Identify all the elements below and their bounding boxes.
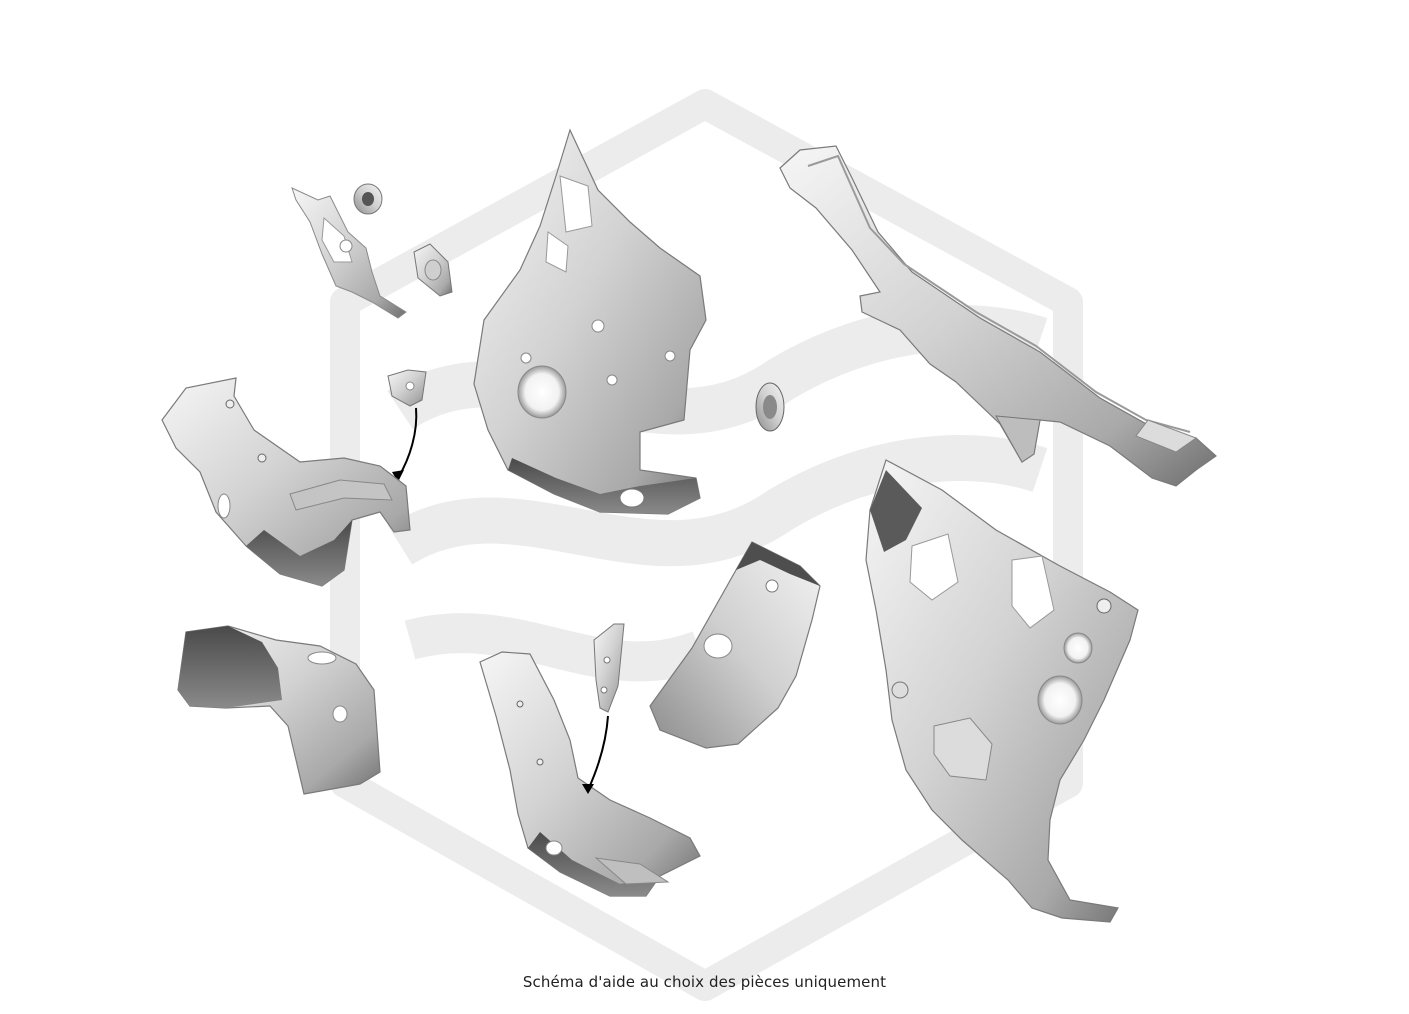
lower-rail-part bbox=[479, 651, 701, 897]
cover-plate-part bbox=[413, 243, 453, 297]
right-inner-panel-part bbox=[865, 459, 1139, 923]
left-front-rail-part bbox=[161, 377, 411, 587]
lower-bracket-part bbox=[582, 623, 625, 794]
shock-tower-cap-part bbox=[755, 382, 785, 432]
cowl-crossmember-part bbox=[779, 145, 1217, 487]
inner-reinforcement-part bbox=[649, 541, 821, 749]
small-bracket-part bbox=[387, 369, 427, 482]
lower-pointer-arrow bbox=[587, 715, 609, 791]
diagram-caption: Schéma d'aide au choix des pièces unique… bbox=[522, 973, 887, 991]
upper-wheelhouse-panel-part bbox=[473, 128, 707, 515]
nut-part bbox=[353, 183, 383, 215]
left-wheelhouse-part bbox=[177, 625, 381, 795]
upper-bracket-part bbox=[291, 187, 407, 319]
